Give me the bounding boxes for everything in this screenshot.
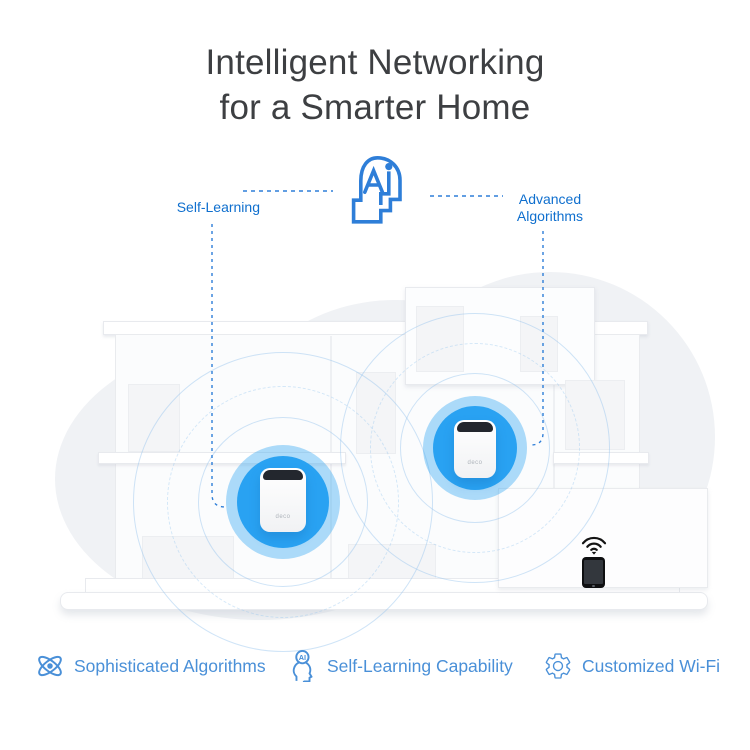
page-title: Intelligent Networking for a Smarter Hom… [0, 40, 750, 130]
callout-advanced-algorithms: Advanced Algorithms [503, 191, 597, 225]
atom-icon [38, 655, 62, 677]
ai-head-icon [351, 155, 402, 224]
wifi-signal-icon [581, 536, 607, 555]
house-base-platform [60, 592, 708, 610]
callout-self-learning: Self-Learning [176, 199, 260, 215]
router-top-vent [457, 422, 493, 432]
furniture-attic-desk [520, 316, 558, 372]
page-title-line2: for a Smarter Home [219, 88, 531, 127]
callout-advanced-line1: Advanced [518, 191, 582, 207]
furniture-sofa [142, 536, 234, 580]
house-floor-slab [553, 452, 649, 464]
furniture-attic-shelf [416, 306, 464, 372]
furniture-shelf [356, 372, 396, 454]
feature-sophisticated-algorithms: Sophisticated Algorithms [35, 650, 266, 682]
furniture-dresser [565, 380, 625, 450]
ai-icon-text: AI [299, 653, 306, 662]
mesh-router-unit: deco [454, 420, 496, 478]
smartphone-home-button [592, 585, 595, 587]
mesh-router-unit: deco [260, 468, 306, 532]
router-logo: deco [467, 460, 483, 466]
furniture-closet [128, 384, 180, 452]
feature-label: Customized Wi-Fi [582, 656, 721, 676]
callout-advanced-line2: Algorithms [516, 208, 584, 224]
furniture-table [348, 544, 436, 584]
page-title-line1: Intelligent Networking [205, 43, 545, 82]
feature-label: Sophisticated Algorithms [74, 656, 266, 676]
feature-self-learning-capability: AI Self-Learning Capability [288, 650, 513, 682]
router-logo: deco [275, 514, 291, 520]
router-top-vent [263, 470, 303, 480]
gear-icon [545, 653, 571, 679]
ai-head-icon: AI [292, 650, 313, 682]
feature-customized-wifi: Customized Wi-Fi [543, 650, 720, 682]
feature-label: Self-Learning Capability [327, 656, 513, 676]
smartphone-screen [584, 560, 603, 584]
smartphone [582, 557, 605, 588]
